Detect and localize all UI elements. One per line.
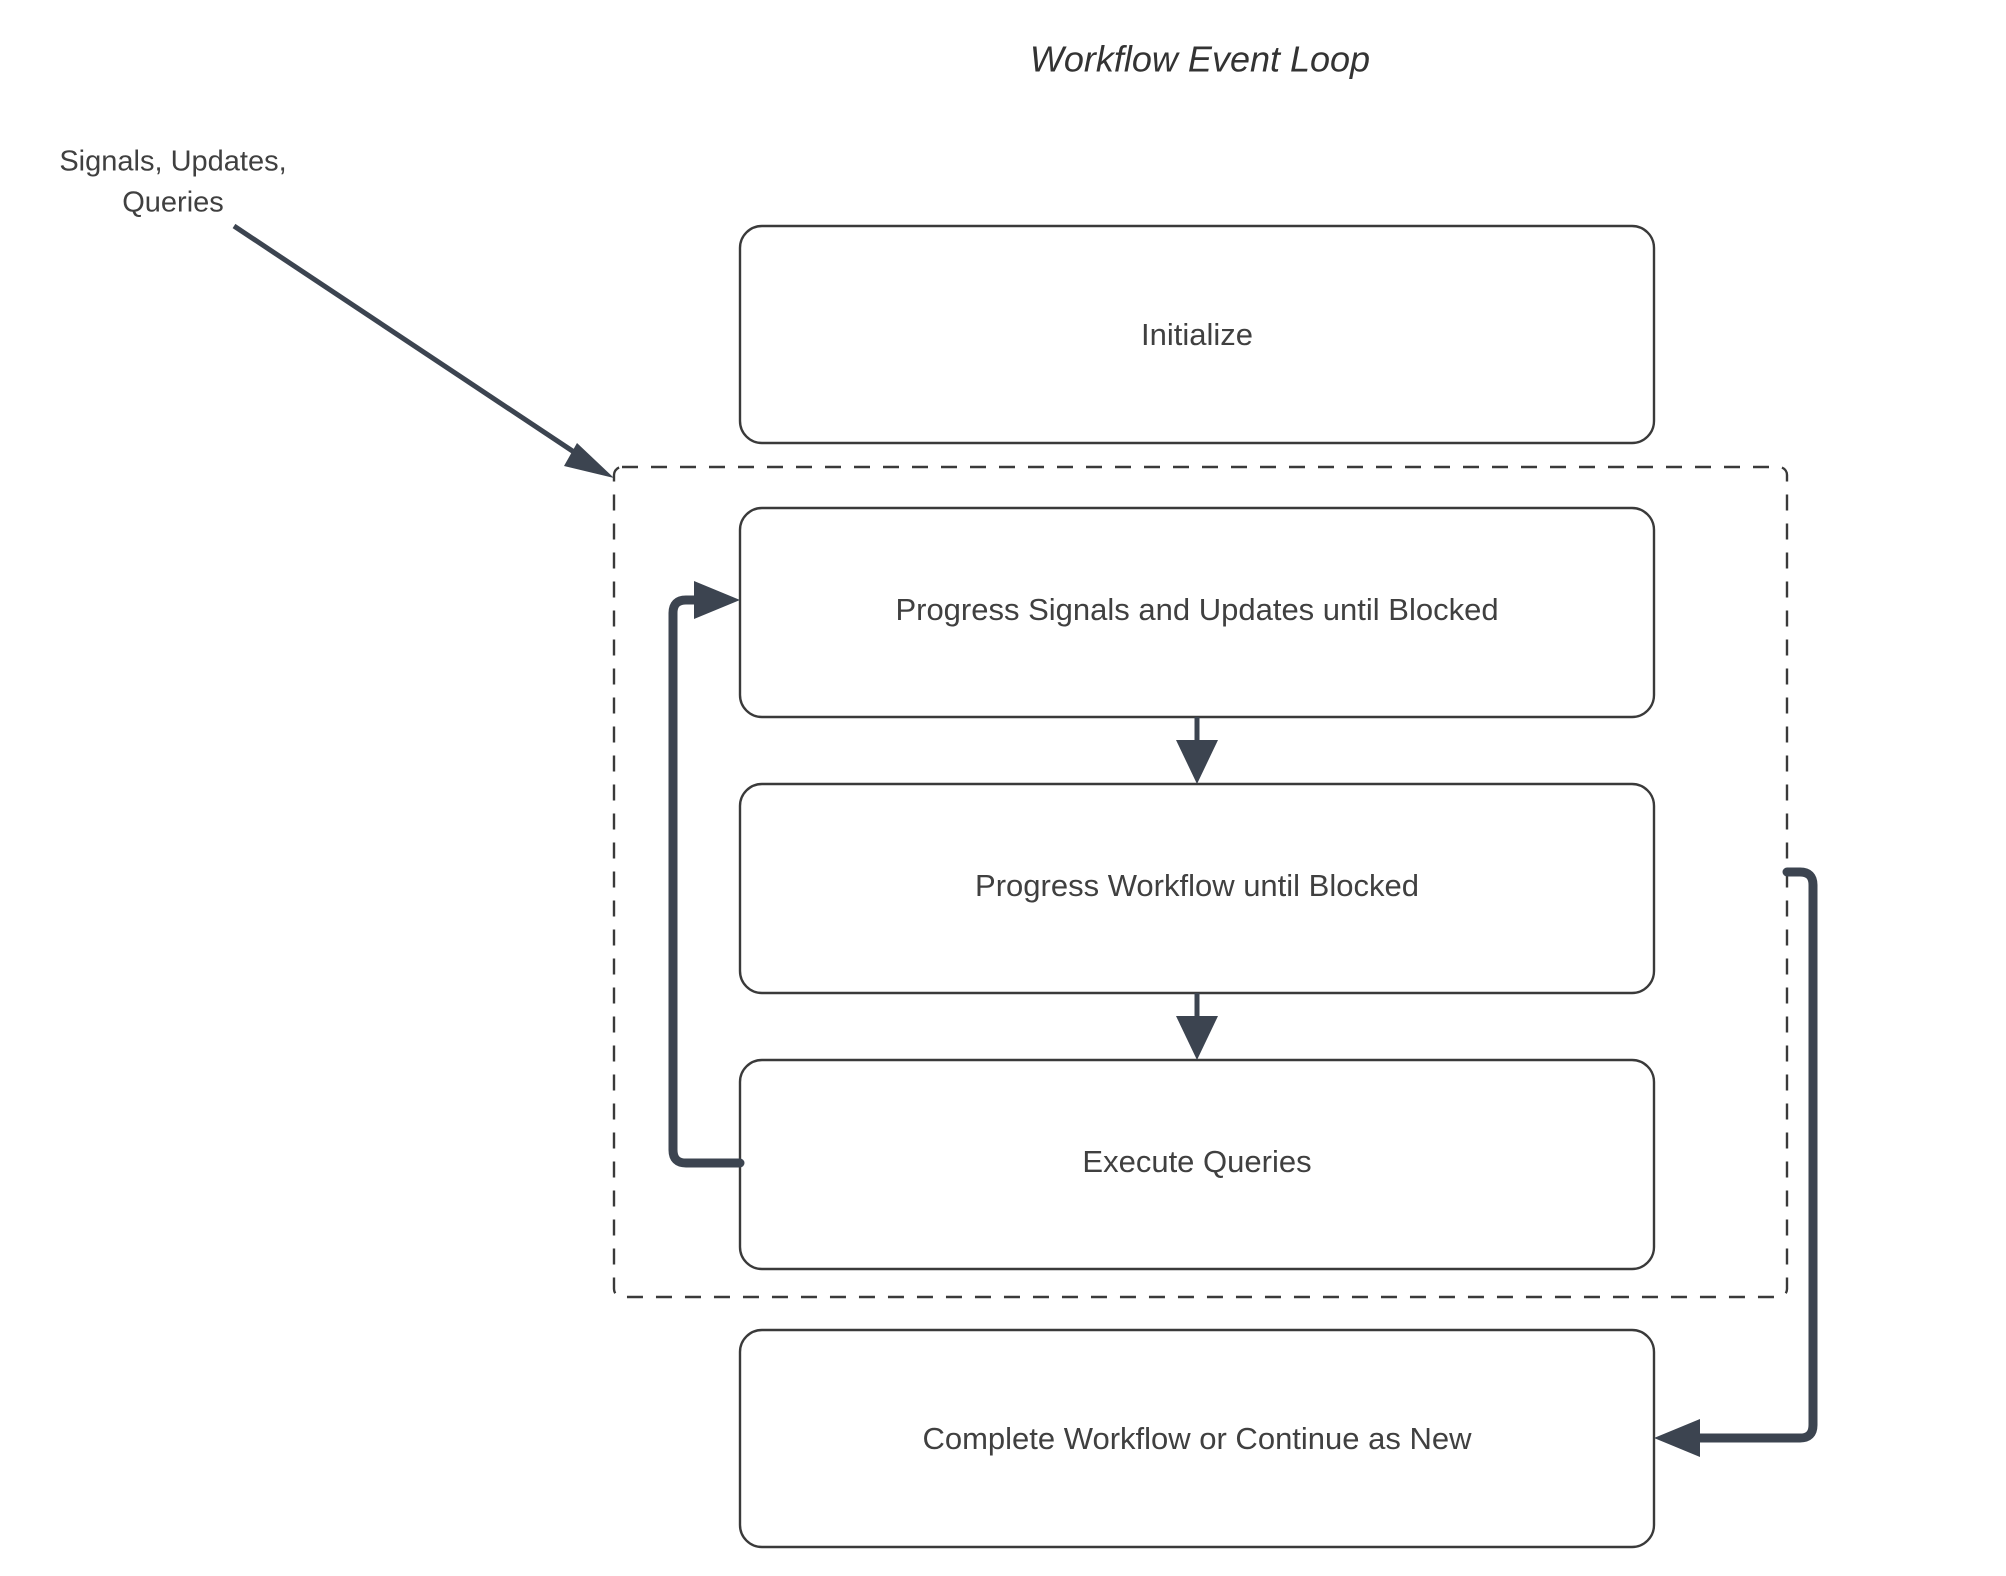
page-title: Workflow Event Loop: [1030, 39, 1370, 80]
edge-external-input-to-group: [232, 223, 614, 478]
arrow-head-icon: [694, 581, 740, 619]
arrow-head-icon: [1654, 1419, 1700, 1457]
node-execute-queries-label: Execute Queries: [1082, 1144, 1311, 1179]
edge-progress-signals-to-progress-workflow: [1176, 717, 1218, 784]
external-input-label-line1: Signals, Updates,: [59, 146, 286, 178]
edge-execute-queries-to-progress-signals: [668, 581, 745, 1168]
node-progress-workflow[interactable]: Progress Workflow until Blocked: [738, 782, 1656, 995]
node-progress-signals[interactable]: Progress Signals and Updates until Block…: [738, 506, 1656, 719]
node-complete-workflow[interactable]: Complete Workflow or Continue as New: [738, 1328, 1656, 1549]
node-complete-workflow-label: Complete Workflow or Continue as New: [922, 1421, 1472, 1456]
node-execute-queries[interactable]: Execute Queries: [738, 1058, 1656, 1271]
arrow-head-icon: [1176, 740, 1218, 784]
node-initialize[interactable]: Initialize: [738, 224, 1656, 445]
node-progress-signals-label: Progress Signals and Updates until Block…: [895, 592, 1498, 627]
arrow-head-icon: [564, 443, 614, 478]
node-initialize-label: Initialize: [1141, 317, 1253, 352]
arrow-head-icon: [1176, 1016, 1218, 1060]
node-progress-workflow-label: Progress Workflow until Blocked: [975, 868, 1419, 903]
external-input-label-line2: Queries: [122, 187, 224, 219]
edge-progress-workflow-to-execute-queries: [1176, 993, 1218, 1060]
event-loop-group: [612, 465, 1789, 1299]
edge-group-to-complete-workflow: [1654, 867, 1818, 1457]
